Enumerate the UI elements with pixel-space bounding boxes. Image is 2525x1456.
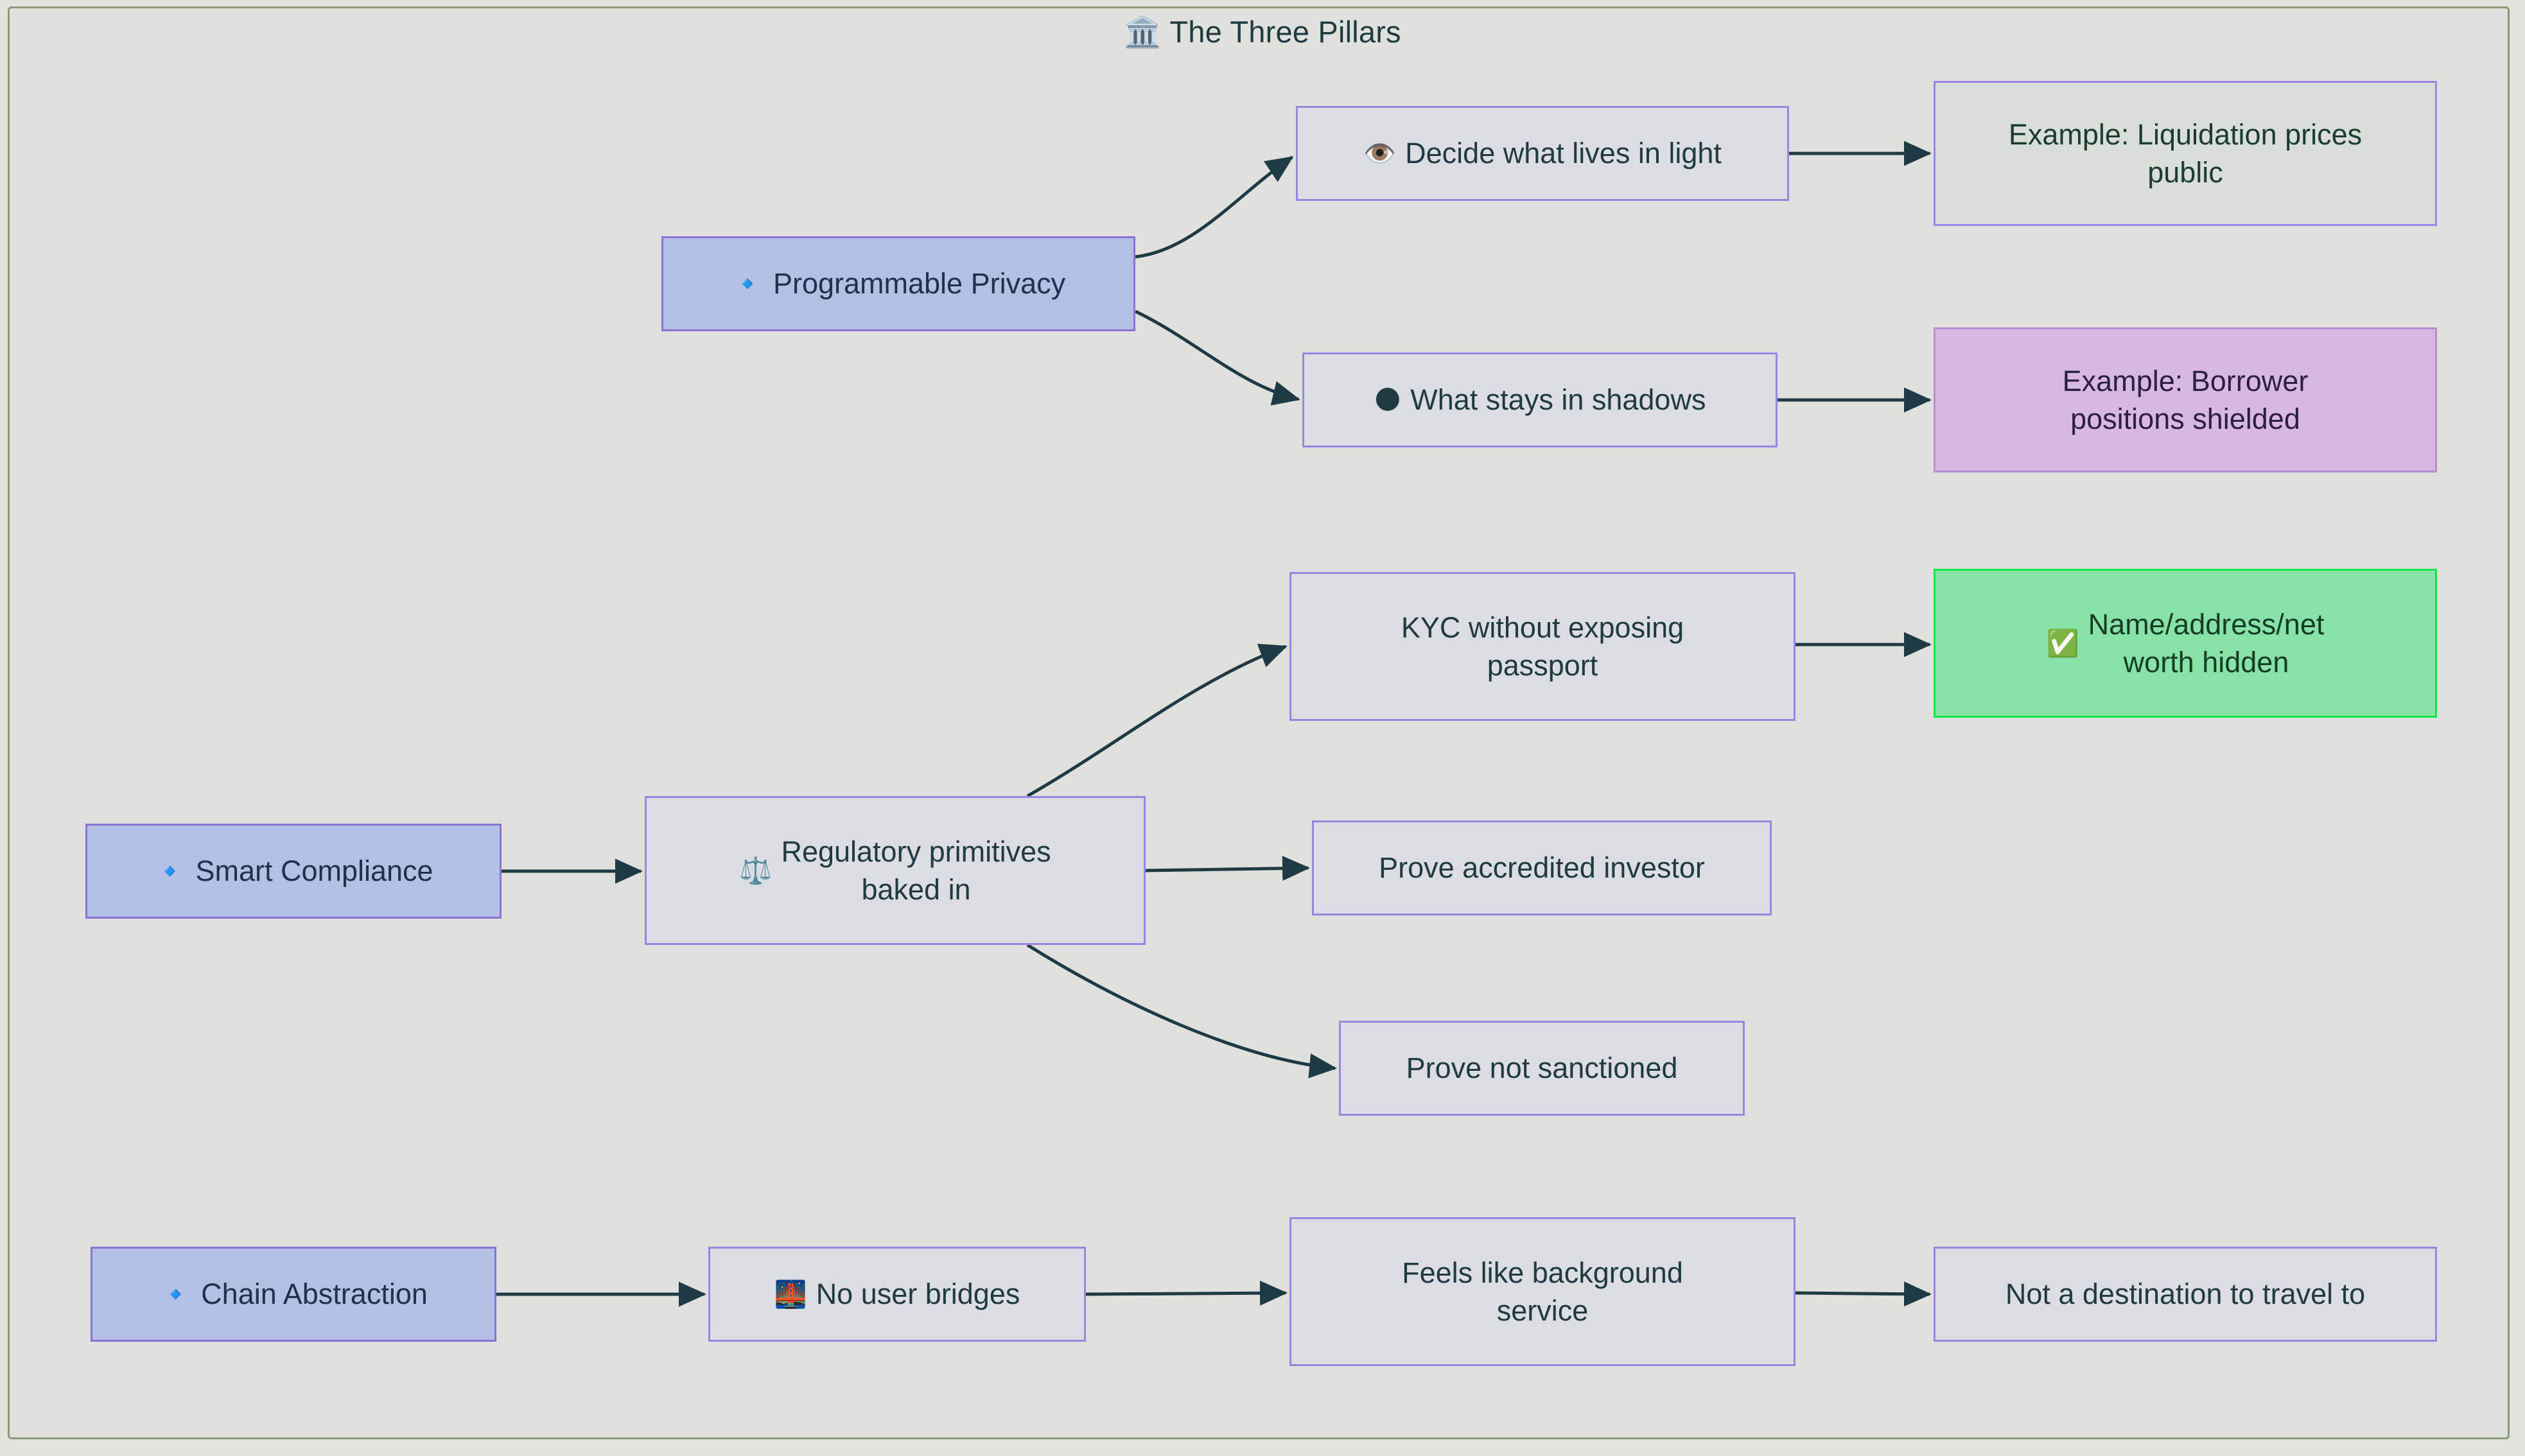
node-label: KYC without exposing passport xyxy=(1401,611,1684,682)
node-prove-not-sanctioned[interactable]: Prove not sanctioned xyxy=(1339,1021,1745,1116)
node-feels-like-background-service[interactable]: Feels like background service xyxy=(1289,1217,1795,1366)
bridge-at-night-icon: 🌉 xyxy=(774,1278,807,1310)
check-mark-button-icon: ✅ xyxy=(2046,627,2079,659)
node-label: Smart Compliance xyxy=(195,854,433,888)
blue-diamond-icon: 🔹 xyxy=(159,1278,193,1310)
node-example-borrower-positions-shielded[interactable]: Example: Borrower positions shielded xyxy=(1934,327,2437,472)
node-example-liquidation-prices-public[interactable]: Example: Liquidation prices public xyxy=(1934,81,2437,226)
node-smart-compliance[interactable]: 🔹 Smart Compliance xyxy=(85,824,502,919)
node-no-user-bridges[interactable]: 🌉 No user bridges xyxy=(708,1247,1086,1342)
node-label: Prove accredited investor xyxy=(1379,851,1705,885)
blue-diamond-icon: 🔹 xyxy=(153,855,187,887)
eye-icon: 👁️ xyxy=(1363,137,1397,169)
node-label: Decide what lives in light xyxy=(1405,137,1722,170)
balance-scale-icon: ⚖️ xyxy=(739,854,773,886)
node-label: Prove not sanctioned xyxy=(1406,1052,1678,1085)
node-kyc-without-exposing-passport[interactable]: KYC without exposing passport xyxy=(1289,572,1795,721)
diagram-title: 🏛️ The Three Pillars xyxy=(1124,15,1401,49)
node-label: Regulatory primitives baked in xyxy=(781,835,1051,906)
node-label: Example: Liquidation prices public xyxy=(2008,117,2363,189)
node-label: What stays in shadows xyxy=(1410,383,1706,417)
node-chain-abstraction[interactable]: 🔹 Chain Abstraction xyxy=(91,1247,496,1342)
node-label: Not a destination to travel to xyxy=(2005,1278,2366,1311)
node-label: Chain Abstraction xyxy=(201,1278,428,1311)
node-not-a-destination-to-travel-to[interactable]: Not a destination to travel to xyxy=(1934,1247,2437,1342)
blue-diamond-icon: 🔹 xyxy=(731,268,764,299)
node-what-stays-in-shadows[interactable]: 🌑 What stays in shadows xyxy=(1302,352,1778,447)
node-prove-accredited-investor[interactable]: Prove accredited investor xyxy=(1312,820,1772,915)
node-label: Example: Borrower positions shielded xyxy=(2062,364,2309,435)
node-decide-what-lives-in-light[interactable]: 👁️ Decide what lives in light xyxy=(1296,106,1789,201)
node-label: Feels like background service xyxy=(1402,1256,1683,1327)
node-label: Programmable Privacy xyxy=(773,267,1066,300)
node-regulatory-primitives-baked-in[interactable]: ⚖️ Regulatory primitives baked in xyxy=(645,796,1146,945)
node-name-address-net-worth-hidden[interactable]: ✅ Name/address/net worth hidden xyxy=(1934,569,2437,718)
node-programmable-privacy[interactable]: 🔹 Programmable Privacy xyxy=(661,236,1135,331)
node-label: No user bridges xyxy=(816,1278,1020,1311)
node-label: Name/address/net worth hidden xyxy=(2088,607,2325,679)
new-moon-icon: 🌑 xyxy=(1374,384,1402,415)
